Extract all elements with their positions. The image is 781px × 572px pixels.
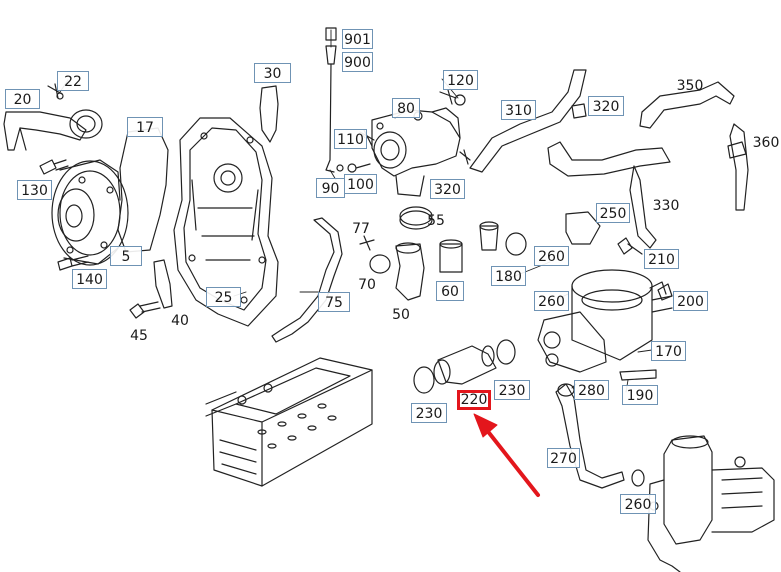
callout-170[interactable]: 170 bbox=[651, 341, 686, 361]
callout-22[interactable]: 22 bbox=[57, 71, 89, 91]
callout-45[interactable]: 45 bbox=[130, 328, 148, 344]
callout-75[interactable]: 75 bbox=[318, 292, 350, 312]
callout-901[interactable]: 901 bbox=[342, 29, 373, 49]
callout-360[interactable]: 360 bbox=[752, 135, 780, 151]
callout-120[interactable]: 120 bbox=[443, 70, 478, 90]
coolant-pipe-drawing bbox=[3, 83, 103, 151]
callout-20[interactable]: 20 bbox=[5, 89, 40, 109]
callout-260-bottom[interactable]: 260 bbox=[620, 494, 656, 514]
callout-250[interactable]: 250 bbox=[596, 203, 630, 223]
egr-cooler-drawing bbox=[205, 357, 373, 487]
callout-210[interactable]: 210 bbox=[644, 249, 679, 269]
callout-110[interactable]: 110 bbox=[334, 129, 367, 149]
bracket-drawing bbox=[153, 259, 173, 309]
callout-230-right[interactable]: 230 bbox=[494, 380, 530, 400]
callout-5[interactable]: 5 bbox=[110, 246, 142, 266]
connecting-hose-drawing bbox=[413, 339, 516, 394]
callout-350[interactable]: 350 bbox=[676, 78, 704, 94]
thermostat-housing-drawing bbox=[371, 107, 461, 197]
callout-60[interactable]: 60 bbox=[436, 281, 464, 301]
callout-320-mid[interactable]: 320 bbox=[430, 179, 465, 199]
gasket-drawing bbox=[117, 127, 169, 253]
oil-filter-housing-drawing bbox=[647, 435, 775, 572]
callout-70[interactable]: 70 bbox=[358, 277, 376, 293]
indicator-arrow bbox=[473, 413, 540, 497]
small-gasket-drawing bbox=[259, 85, 279, 143]
callout-900[interactable]: 900 bbox=[342, 52, 373, 72]
callout-270[interactable]: 270 bbox=[547, 448, 580, 468]
water-pump-drawing bbox=[51, 159, 129, 266]
egr-module-drawing bbox=[537, 269, 673, 381]
callout-140[interactable]: 140 bbox=[72, 269, 107, 289]
callout-180[interactable]: 180 bbox=[491, 266, 526, 286]
callout-330[interactable]: 330 bbox=[652, 198, 680, 214]
callout-200[interactable]: 200 bbox=[673, 291, 708, 311]
small-fittings-drawing bbox=[336, 89, 471, 173]
callout-25[interactable]: 25 bbox=[206, 287, 241, 307]
callout-80[interactable]: 80 bbox=[392, 98, 420, 118]
callout-220-highlighted[interactable]: 220 bbox=[457, 390, 491, 410]
callout-30[interactable]: 30 bbox=[254, 63, 291, 83]
callout-260-upper[interactable]: 260 bbox=[534, 246, 569, 266]
callout-100[interactable]: 100 bbox=[344, 174, 377, 194]
temperature-sensor-drawing bbox=[325, 27, 337, 173]
callout-260-lower[interactable]: 260 bbox=[534, 291, 569, 311]
callout-77[interactable]: 77 bbox=[352, 221, 370, 237]
callout-310[interactable]: 310 bbox=[501, 100, 536, 120]
callout-130[interactable]: 130 bbox=[17, 180, 52, 200]
callout-55[interactable]: 55 bbox=[427, 213, 445, 229]
mounting-bolts-drawing bbox=[617, 237, 673, 301]
upper-hoses-drawing bbox=[469, 69, 749, 249]
callout-320-top[interactable]: 320 bbox=[588, 96, 624, 116]
bolts-drawing bbox=[39, 159, 161, 319]
callout-50[interactable]: 50 bbox=[392, 307, 410, 323]
bypass-pipe-drawing bbox=[271, 217, 343, 343]
callout-40[interactable]: 40 bbox=[171, 313, 189, 329]
timing-housing-drawing bbox=[173, 117, 279, 327]
callout-190[interactable]: 190 bbox=[622, 385, 658, 405]
callout-280[interactable]: 280 bbox=[574, 380, 609, 400]
callout-17[interactable]: 17 bbox=[127, 117, 163, 137]
callout-90[interactable]: 90 bbox=[316, 178, 345, 198]
hoses-and-clamps-drawing bbox=[359, 206, 527, 301]
callout-230-left[interactable]: 230 bbox=[411, 403, 447, 423]
